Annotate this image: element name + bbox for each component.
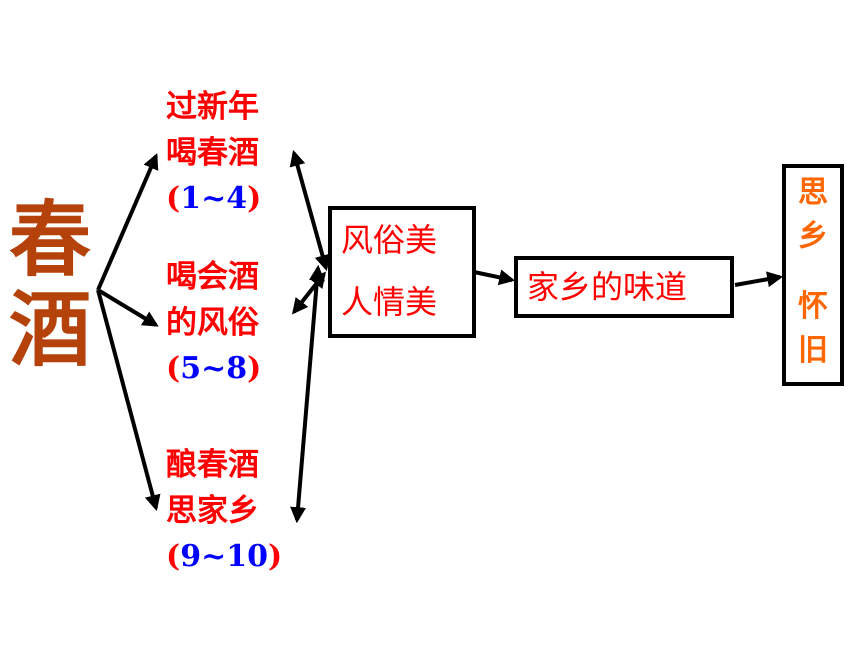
- branch-1-range-open: (: [166, 181, 181, 216]
- branch-3-line-1: 酿春酒: [166, 447, 259, 483]
- branch-1-range-value: 1~4: [180, 181, 248, 216]
- branch-1-range: (1~4): [166, 180, 261, 218]
- branch-2-line-1: 喝会酒: [166, 259, 259, 295]
- branch-2-range-open: (: [166, 351, 181, 386]
- arrow-title-to-branch-1: [96, 153, 159, 291]
- customs-box-line-1: 风俗美: [341, 221, 438, 259]
- arrow-branch-2-to-customs: [292, 271, 326, 315]
- branch-3-range: (9~10): [166, 538, 282, 576]
- title-char-wine: 酒: [8, 283, 91, 378]
- arrow-title-to-branch-3: [96, 289, 161, 512]
- branch-2-line-2: 的风俗: [166, 305, 259, 341]
- arrow-branch-1-to-customs: [289, 149, 331, 272]
- arrow-branch-3-to-customs: [290, 264, 325, 524]
- branch-3-line-2: 思家乡: [166, 493, 259, 529]
- nostalgia-char-4: 旧: [798, 333, 828, 368]
- nostalgia-char-2: 乡: [798, 219, 828, 254]
- branch-3-range-value: 9~10: [180, 539, 268, 574]
- branch-3-range-close: ): [267, 539, 283, 574]
- customs-box-line-2: 人情美: [341, 283, 438, 321]
- branch-1-line-1: 过新年: [166, 89, 259, 125]
- branch-2-range-close: ): [247, 351, 262, 386]
- nostalgia-char-3: 怀: [798, 289, 828, 324]
- branch-3-range-open: (: [166, 539, 181, 574]
- branch-1-line-2: 喝春酒: [166, 135, 259, 171]
- title-char-spring: 春: [8, 193, 91, 288]
- arrow-customs-to-home: [473, 269, 516, 286]
- branch-2-range: (5~8): [166, 350, 261, 388]
- branch-2-range-value: 5~8: [180, 351, 248, 386]
- branch-1-range-close: ): [247, 181, 262, 216]
- customs-box: 风俗美 人情美: [328, 206, 476, 338]
- nostalgia-char-1: 思: [798, 175, 828, 210]
- arrow-title-to-branch-2: [96, 288, 159, 327]
- arrow-home-to-nostalgia: [734, 271, 784, 288]
- home-taste-text: 家乡的味道: [527, 268, 688, 306]
- nostalgia-box: 思 乡 怀 旧: [782, 164, 844, 386]
- home-taste-box: 家乡的味道: [514, 256, 734, 318]
